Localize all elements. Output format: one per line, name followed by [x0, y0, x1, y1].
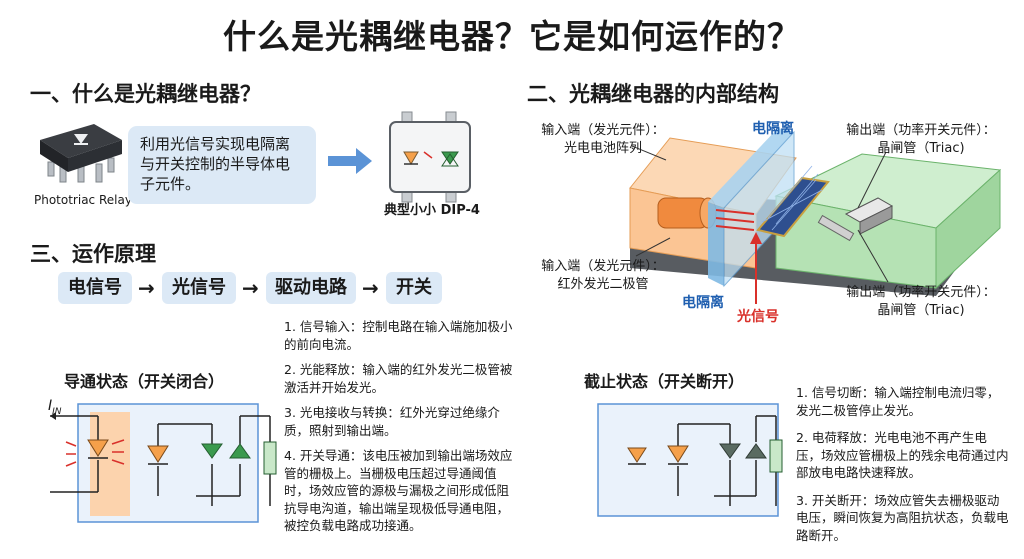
off-triac-icon — [719, 443, 767, 459]
flow-arrow-icon: → — [138, 276, 155, 300]
off-step-3: 3. 开关断开：场效应管失去栅极驱动电压，瞬间恢复为高阻抗状态，负载电路断开。 — [796, 492, 1009, 543]
section2-heading: 二、光耦继电器的内部结构 — [527, 82, 779, 106]
on-step-4: 4. 开关导通：该电压被加到输出端场效应管的栅极上。当栅极电压超过导通阈值时，场… — [284, 448, 513, 533]
on-steps-list: 1. 信号输入：控制电路在输入端施加极小的前向电流。 2. 光能释放：输入端的红… — [284, 318, 518, 535]
relay-chip-image — [40, 124, 122, 183]
off-steps-list: 1. 信号切断：输入端控制电流归零，发光二极管停止发光。 2. 电荷释放：光电电… — [796, 384, 1010, 544]
chip-label: Phototriac Relay — [34, 193, 132, 207]
output-top-label: 输出端（功率开关元件）： 晶闸管（Triac) — [846, 123, 996, 156]
light-rays — [715, 209, 755, 231]
flow-arrow-icon: → — [362, 276, 379, 300]
internal-structure-diagram — [629, 128, 1002, 304]
off-step-2: 2. 电荷释放：光电电池不再产生电压，场效应管栅极上的残余电荷通过内部放电电路快… — [796, 430, 1009, 480]
section1-heading: 一、什么是光耦继电器？ — [30, 82, 261, 106]
on-photodiode-icon — [147, 445, 169, 465]
on-step-1: 1. 信号输入：控制电路在输入端施加极小的前向电流。 — [284, 319, 513, 352]
flow-step-switch: 开关 — [386, 272, 442, 304]
on-state-circuit — [50, 403, 277, 523]
photocell-array-component — [756, 165, 830, 238]
definition-box: 利用光信号实现电隔离与开关控制的半导体电子元件。 — [128, 126, 316, 204]
flow-arrow-icon: → — [242, 276, 259, 300]
page-title: 什么是光耦继电器？它是如何运作的？ — [223, 17, 801, 56]
on-step-2: 2. 光能释放：输入端的红外发光二极管被激活并开始发光。 — [284, 362, 513, 395]
ir-led-component — [657, 197, 717, 229]
input-current-label: IIN — [48, 398, 62, 417]
on-state-title: 导通状态（开关闭合） — [64, 372, 225, 391]
off-state-title: 截止状态（开关断开） — [584, 372, 745, 391]
off-state-circuit — [597, 403, 783, 517]
chip-logo-icon — [74, 134, 88, 145]
package-label: 典型小小 DIP-4 — [384, 203, 480, 218]
on-load-resistor-icon — [263, 441, 277, 475]
input-bottom-label: 输入端（发光元件）： 红外发光二极管 — [541, 259, 665, 292]
input-top-label: 输入端（发光元件）： 光电电池阵列 — [541, 123, 665, 156]
right-arrow-icon — [328, 148, 372, 174]
isolation-bottom-label: 电隔离 — [682, 295, 724, 311]
triac-component — [817, 197, 894, 242]
off-step-1: 1. 信号切断：输入端控制电流归零，发光二极管停止发光。 — [796, 385, 1000, 418]
section3-heading: 三、运作原理 — [30, 242, 156, 266]
off-led-icon — [627, 447, 647, 465]
flow-step-driver: 驱动电路 — [266, 272, 356, 304]
on-triac-icon — [201, 443, 251, 459]
isolation-top-label: 电隔离 — [752, 121, 794, 137]
output-bottom-label: 输出端（功率开关元件）： 晶闸管（Triac) — [846, 285, 996, 318]
flow-step-electric: 电信号 — [58, 272, 132, 304]
light-signal-label: 光信号 — [737, 309, 779, 325]
on-led-icon — [87, 439, 109, 459]
dip4-package-image — [389, 111, 471, 203]
on-step-3: 3. 光电接收与转换：红外光穿过绝缘介质，照射到输出端。 — [284, 405, 500, 438]
off-load-resistor-icon — [769, 439, 783, 473]
off-photodiode-icon — [667, 445, 689, 465]
flow-step-light: 光信号 — [162, 272, 236, 304]
